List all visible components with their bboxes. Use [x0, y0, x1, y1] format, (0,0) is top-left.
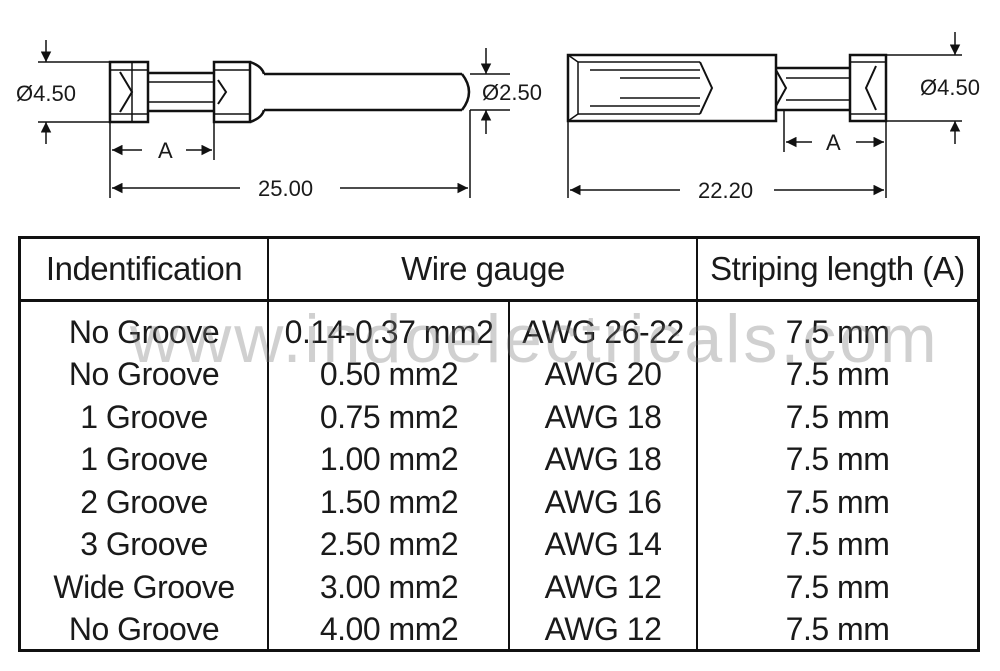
pin-dimension-lines: [38, 40, 510, 198]
socket-length-label: 22.20: [698, 178, 753, 203]
socket-strip-label: A: [826, 130, 841, 155]
pin-contact-drawing: [108, 60, 471, 124]
striping-length-cell: 7.5 mm: [785, 441, 890, 478]
header-divider: [21, 299, 977, 302]
pin-length-label: 25.00: [258, 176, 313, 201]
identification-cell: 2 Groove: [80, 483, 208, 520]
column-divider: [696, 239, 698, 649]
identification-cell: 1 Groove: [80, 441, 208, 478]
table-row: 1 Groove 0.75 mm2 AWG 18 7.5 mm: [21, 396, 977, 439]
striping-length-cell: 7.5 mm: [785, 526, 890, 563]
wire-gauge-awg-cell: AWG 16: [544, 483, 662, 520]
technical-drawing: Ø4.50 Ø2.50 A 25.00 Ø: [16, 32, 980, 203]
header-wire-gauge: Wire gauge: [401, 250, 565, 287]
wire-gauge-mm2-cell: 3.00 mm2: [319, 568, 459, 605]
column-divider: [267, 239, 269, 649]
identification-cell: No Groove: [68, 356, 220, 393]
wire-gauge-mm2-cell: 0.50 mm2: [319, 356, 459, 393]
striping-length-cell: 7.5 mm: [785, 356, 890, 393]
identification-cell: No Groove: [68, 611, 220, 648]
wire-gauge-awg-cell: AWG 18: [544, 441, 662, 478]
wire-gauge-awg-cell: AWG 14: [544, 526, 662, 563]
wire-gauge-mm2-cell: 2.50 mm2: [319, 526, 459, 563]
table-row: Wide Groove 3.00 mm2 AWG 12 7.5 mm: [21, 566, 977, 609]
table-row: No Groove 0.50 mm2 AWG 20 7.5 mm: [21, 354, 977, 397]
pin-tip-diameter-label: Ø2.50: [482, 80, 542, 105]
header-identification: Indentification: [45, 250, 243, 287]
table-row: 2 Groove 1.50 mm2 AWG 16 7.5 mm: [21, 481, 977, 524]
wire-gauge-mm2-cell: 4.00 mm2: [319, 611, 459, 648]
striping-length-cell: 7.5 mm: [785, 483, 890, 520]
table-row: No Groove 0.14-0.37 mm2 AWG 26-22 7.5 mm: [21, 311, 977, 354]
identification-cell: Wide Groove: [53, 568, 235, 605]
striping-length-cell: 7.5 mm: [785, 313, 890, 350]
identification-cell: No Groove: [68, 313, 220, 350]
pin-strip-label: A: [158, 138, 173, 163]
wire-gauge-mm2-cell: 0.14-0.37 mm2: [284, 313, 494, 350]
wire-gauge-awg-cell: AWG 26-22: [522, 313, 684, 350]
pin-diameter-label: Ø4.50: [16, 81, 76, 106]
wire-gauge-table: Indentification Wire gauge Striping leng…: [18, 236, 980, 652]
socket-dimension-lines: [567, 32, 962, 198]
table-row: No Groove 4.00 mm2 AWG 12 7.5 mm: [21, 609, 977, 652]
header-striping-length: Striping length (A): [710, 250, 965, 287]
wire-gauge-mm2-cell: 1.50 mm2: [319, 483, 459, 520]
socket-contact-drawing: [566, 53, 888, 123]
wire-gauge-mm2-cell: 0.75 mm2: [319, 398, 459, 435]
table-row: 1 Groove 1.00 mm2 AWG 18 7.5 mm: [21, 439, 977, 482]
wire-gauge-awg-cell: AWG 12: [544, 568, 662, 605]
identification-cell: 1 Groove: [80, 398, 208, 435]
wire-gauge-awg-cell: AWG 18: [544, 398, 662, 435]
table-row: 3 Groove 2.50 mm2 AWG 14 7.5 mm: [21, 524, 977, 567]
column-divider: [508, 299, 510, 649]
identification-cell: 3 Groove: [80, 526, 208, 563]
socket-diameter-label: Ø4.50: [920, 75, 980, 100]
striping-length-cell: 7.5 mm: [785, 568, 890, 605]
striping-length-cell: 7.5 mm: [785, 611, 890, 648]
wire-gauge-mm2-cell: 1.00 mm2: [319, 441, 459, 478]
wire-gauge-awg-cell: AWG 12: [544, 611, 662, 648]
striping-length-cell: 7.5 mm: [785, 398, 890, 435]
wire-gauge-awg-cell: AWG 20: [544, 356, 662, 393]
